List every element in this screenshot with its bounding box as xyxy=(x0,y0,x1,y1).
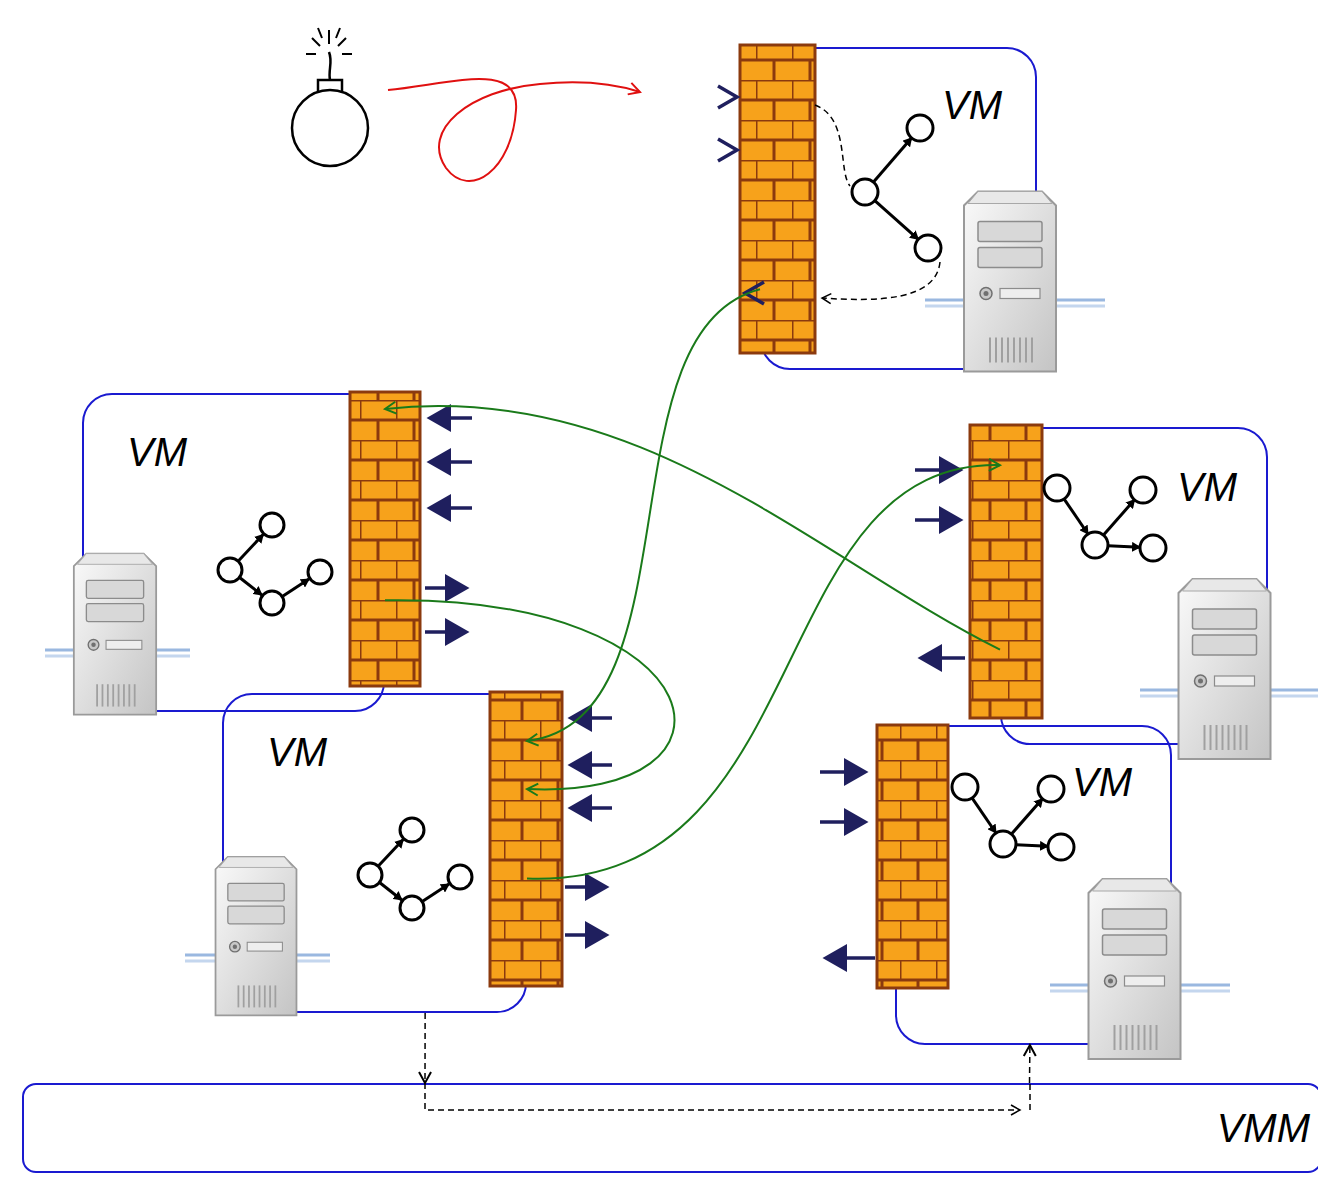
dashed-flow xyxy=(425,105,1030,1110)
process-graph xyxy=(1140,535,1166,561)
port-arrow xyxy=(571,806,612,810)
process-graph xyxy=(1130,477,1156,503)
process-graph xyxy=(308,560,332,584)
process-graph xyxy=(1104,500,1135,535)
process-graph xyxy=(380,883,402,900)
server-icon xyxy=(74,192,1271,1060)
port-arrow xyxy=(718,139,737,161)
vmm-band: VMM xyxy=(22,1083,1318,1173)
port-arrow xyxy=(425,86,965,958)
process-graph xyxy=(915,235,941,261)
process-graph xyxy=(1012,799,1043,834)
node-title: VM xyxy=(1177,464,1237,510)
port-arrow xyxy=(425,630,466,634)
message-flow xyxy=(385,406,1000,650)
server-icon xyxy=(964,192,1056,372)
firewall-wall xyxy=(877,725,948,988)
process-graph xyxy=(952,774,978,800)
port-arrow xyxy=(921,656,965,660)
node-title: VMM xyxy=(1217,1105,1310,1151)
server-icon xyxy=(1089,879,1181,1059)
port-arrow xyxy=(571,763,612,767)
node-title: VM xyxy=(267,729,327,775)
server-icon xyxy=(1179,579,1271,759)
port-arrow xyxy=(915,518,960,522)
process-graph xyxy=(990,831,1016,857)
process-graph xyxy=(1048,834,1074,860)
port-arrow xyxy=(820,770,865,774)
process-graph xyxy=(1108,546,1140,548)
process-graph xyxy=(400,818,424,842)
port-arrow xyxy=(826,956,875,960)
process-graph xyxy=(852,179,878,205)
node-title: VM xyxy=(1072,759,1132,805)
process-graph xyxy=(358,863,382,887)
dashed-flow xyxy=(425,1083,1020,1110)
process-graph xyxy=(400,896,424,920)
bomb-icon xyxy=(292,28,368,166)
process-graph xyxy=(218,558,242,582)
bomb-icon xyxy=(306,28,352,54)
process-graph xyxy=(260,513,284,537)
message-flow xyxy=(527,465,1000,879)
node-title: VM xyxy=(127,429,187,475)
process-graph xyxy=(448,865,472,889)
process-graph xyxy=(907,115,933,141)
port-arrow xyxy=(565,933,606,937)
firewall-wall xyxy=(350,392,420,686)
process-graph xyxy=(218,115,1166,920)
port-arrow xyxy=(718,86,737,108)
process-graph xyxy=(1064,499,1088,534)
process-graph xyxy=(1038,776,1064,802)
firewall-wall xyxy=(740,45,815,353)
process-graph xyxy=(972,798,996,833)
dashed-flow xyxy=(822,262,940,299)
firewall-wall xyxy=(350,45,1042,988)
port-arrow xyxy=(565,885,606,889)
vmm-channel xyxy=(424,1013,426,1083)
dashed-flow xyxy=(1029,1083,1031,1110)
process-graph xyxy=(423,884,449,901)
process-graph xyxy=(240,578,262,595)
process-graph xyxy=(239,535,263,561)
server-icon xyxy=(216,857,297,1015)
dashed-flow xyxy=(815,105,850,186)
process-graph xyxy=(1016,845,1048,847)
bomb-icon xyxy=(318,80,342,93)
node-title: VM xyxy=(942,82,1002,128)
process-graph xyxy=(875,201,919,240)
vmm-channel xyxy=(1029,1045,1031,1083)
process-graph xyxy=(283,579,309,596)
process-graph xyxy=(1082,532,1108,558)
bomb-icon xyxy=(292,90,368,166)
port-arrow xyxy=(430,416,472,420)
process-graph xyxy=(260,591,284,615)
firewall-wall xyxy=(970,425,1042,718)
process-graph xyxy=(1044,475,1070,501)
attack-arrow xyxy=(388,79,640,181)
port-arrow xyxy=(430,460,472,464)
port-arrow xyxy=(425,586,466,590)
process-graph xyxy=(874,138,912,182)
port-arrow xyxy=(430,506,472,510)
server-icon xyxy=(74,554,156,715)
process-graph xyxy=(379,840,403,866)
bomb-icon xyxy=(329,52,331,80)
message-flow xyxy=(527,289,760,741)
port-arrow xyxy=(820,820,865,824)
